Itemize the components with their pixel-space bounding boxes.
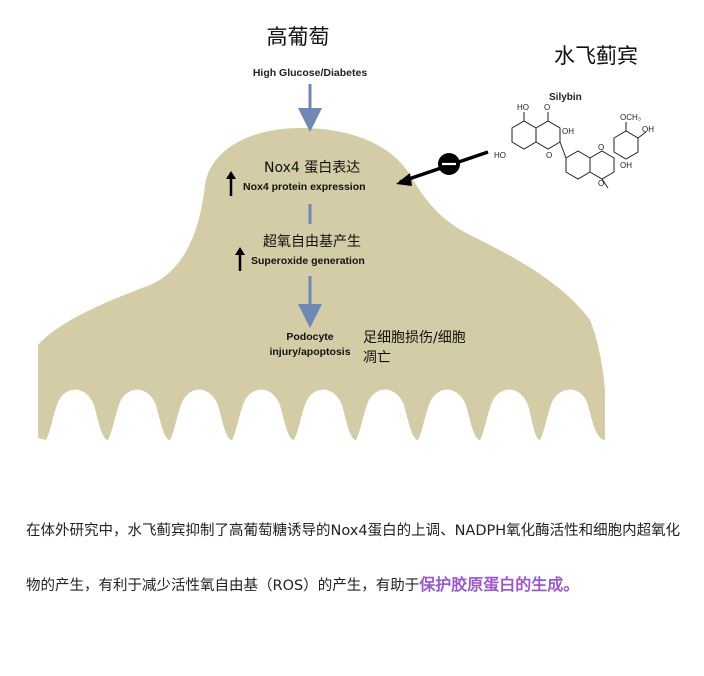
podocyte-cell-shape [38,128,605,440]
title-cn: 高葡萄 [267,25,330,49]
step1-en: Nox4 protein expression [243,181,366,193]
step3-cn-line2: 凋亡 [363,350,391,366]
caption-paragraph: 在体外研究中，水飞蓟宾抑制了高葡萄糖诱导的Nox4蛋白的上调、NADPH氧化酶活… [26,505,681,613]
step2-en: Superoxide generation [251,255,365,267]
inhibition-arrowhead [396,173,412,186]
title-en: High Glucose/Diabetes [253,67,368,79]
step2-cn: 超氧自由基产生 [263,233,361,250]
minus-circle-icon [438,153,460,175]
step3-cn-line1: 足细胞损伤/细胞 [363,330,466,346]
svg-text:HO: HO [517,103,529,112]
svg-text:OH: OH [642,125,654,134]
up-arrow-icon [235,247,245,271]
drug-en: Silybin [549,92,582,103]
step3-en-line2: injury/apoptosis [269,346,350,358]
svg-text:OH: OH [620,161,632,170]
svg-text:OH: OH [562,127,574,136]
diagram-figure: 高葡萄 High Glucose/Diabetes Nox4 蛋白表达 Nox4… [38,25,654,440]
up-arrow-icon [226,171,236,196]
svg-text:O: O [598,143,604,152]
silybin-structure: HO O OH HO O O O OCH₃ OH OH [494,103,654,189]
svg-text:O: O [546,151,552,160]
svg-text:O: O [544,103,550,112]
svg-text:HO: HO [494,151,506,160]
svg-text:O: O [598,179,604,188]
caption-highlight: 保护胶原蛋白的生成。 [419,575,580,594]
step1-cn: Nox4 蛋白表达 [264,160,360,176]
caption-text: 在体外研究中，水飞蓟宾抑制了高葡萄糖诱导的Nox4蛋白的上调、NADPH氧化酶活… [26,523,681,594]
step3-en-line1: Podocyte [286,331,333,343]
drug-cn: 水飞蓟宾 [554,44,638,68]
svg-text:OCH₃: OCH₃ [620,113,641,122]
